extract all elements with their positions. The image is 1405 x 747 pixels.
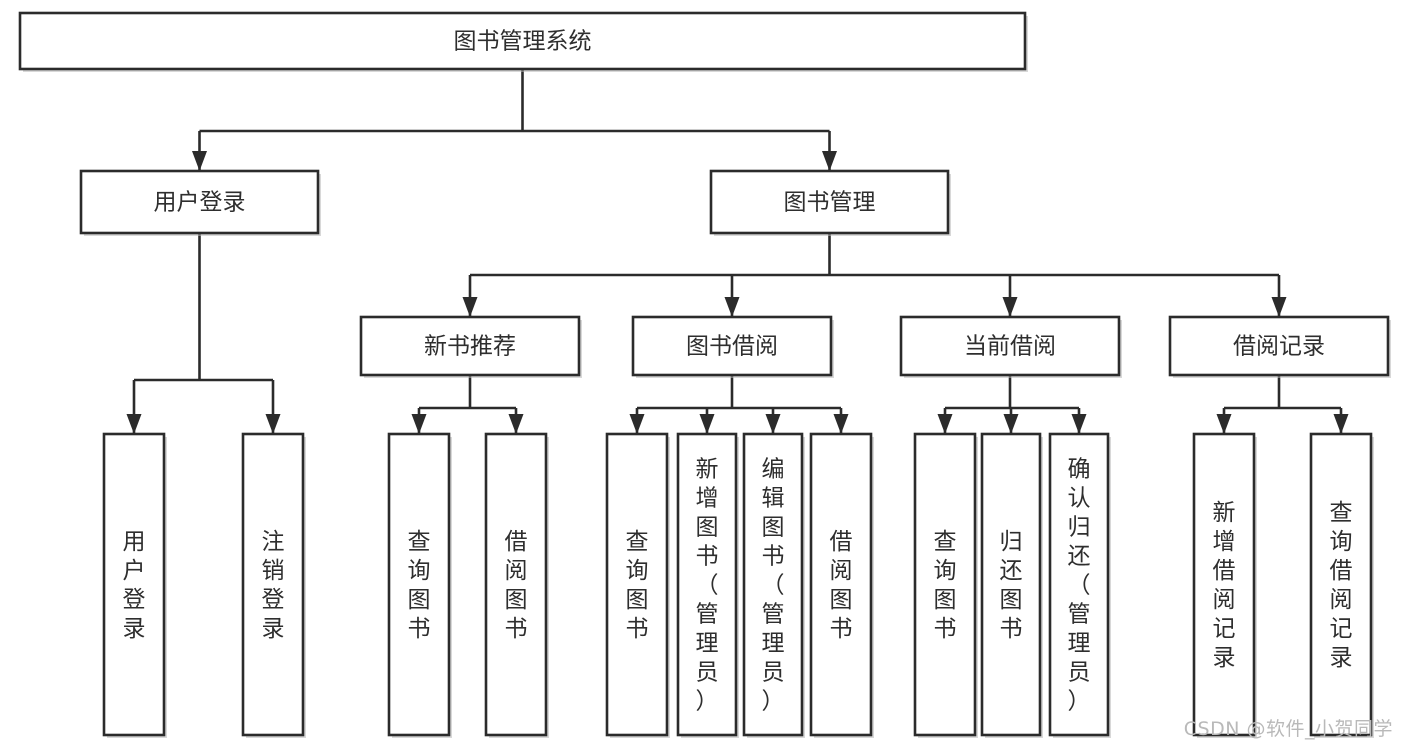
node-rect[interactable] <box>18 11 1027 71</box>
connector-user-login <box>126 233 281 434</box>
arrowhead-icon <box>1003 414 1019 434</box>
arrowhead-icon <box>833 414 849 434</box>
node-leaf-logout-login[interactable]: 注销登录 <box>241 432 306 738</box>
arrowhead-icon <box>629 414 645 434</box>
node-rect[interactable] <box>809 432 873 737</box>
node-rect[interactable] <box>1048 432 1110 737</box>
node-rect[interactable] <box>631 315 833 377</box>
connector-new-book-recommend <box>411 375 524 434</box>
node-leaf-confirm-return-admin[interactable]: 确认归还（管理员） <box>1048 432 1111 738</box>
node-label: 确认归还（管理员） <box>1068 457 1091 715</box>
node-rect[interactable] <box>742 432 804 737</box>
node-label: 图书管理系统 <box>454 29 592 55</box>
node-label: 借阅图书 <box>505 529 528 642</box>
node-leaf-query-borrow-record[interactable]: 查询借阅记录 <box>1309 432 1374 738</box>
node-rect[interactable] <box>241 432 305 737</box>
connector-book-borrow <box>629 375 849 434</box>
node-label: 借阅记录 <box>1233 334 1325 360</box>
node-leaf-query-book-rec[interactable]: 查询图书 <box>387 432 452 738</box>
node-rect[interactable] <box>359 315 581 377</box>
node-layer: 图书管理系统用户登录图书管理新书推荐图书借阅当前借阅借阅记录用户登录注销登录查询… <box>18 11 1391 738</box>
node-label: 图书管理 <box>784 190 876 216</box>
arrowhead-icon <box>265 414 281 434</box>
node-leaf-edit-book-admin[interactable]: 编辑图书（管理员） <box>742 432 805 738</box>
node-label: 编辑图书（管理员） <box>762 457 785 715</box>
node-rect[interactable] <box>913 432 977 737</box>
node-root-图书管理系统[interactable]: 图书管理系统 <box>18 11 1028 72</box>
node-rect[interactable] <box>102 432 166 737</box>
connector-current-borrow <box>937 375 1087 434</box>
node-label: 查询借阅记录 <box>1330 500 1353 671</box>
node-leaf-add-book-admin[interactable]: 新增图书（管理员） <box>676 432 739 738</box>
node-rect[interactable] <box>676 432 738 737</box>
node-rect[interactable] <box>899 315 1121 377</box>
node-rect[interactable] <box>980 432 1042 737</box>
node-rect[interactable] <box>709 169 950 235</box>
node-book-borrow[interactable]: 图书借阅 <box>631 315 834 378</box>
node-leaf-borrow-book-rec[interactable]: 借阅图书 <box>484 432 549 738</box>
node-label: 用户登录 <box>123 529 146 642</box>
node-label: 查询图书 <box>934 529 957 642</box>
node-rect[interactable] <box>605 432 669 737</box>
node-new-book-recommend[interactable]: 新书推荐 <box>359 315 582 378</box>
arrowhead-icon <box>937 414 953 434</box>
node-rect[interactable] <box>1168 315 1390 377</box>
node-label: 查询图书 <box>408 529 431 642</box>
arrowhead-icon <box>1002 297 1018 317</box>
node-rect[interactable] <box>387 432 451 737</box>
node-label: 图书借阅 <box>686 334 778 360</box>
node-rect[interactable] <box>484 432 548 737</box>
node-label: 注销登录 <box>262 529 285 642</box>
node-leaf-add-borrow-record[interactable]: 新增借阅记录 <box>1192 432 1257 738</box>
connector-book-manage <box>462 233 1287 317</box>
node-current-borrow[interactable]: 当前借阅 <box>899 315 1122 378</box>
arrowhead-icon <box>192 151 207 171</box>
arrowhead-icon <box>765 414 781 434</box>
node-rect[interactable] <box>79 169 320 235</box>
arrowhead-icon <box>411 414 427 434</box>
arrowhead-icon <box>699 414 715 434</box>
node-label: 新增图书（管理员） <box>696 457 719 715</box>
node-label: 用户登录 <box>154 190 246 216</box>
node-leaf-borrow-book[interactable]: 借阅图书 <box>809 432 874 738</box>
connector-root <box>192 69 837 171</box>
node-leaf-query-book-borrow[interactable]: 查询图书 <box>605 432 670 738</box>
connector-borrow-record <box>1216 375 1349 434</box>
node-rect[interactable] <box>1309 432 1373 737</box>
node-book-manage[interactable]: 图书管理 <box>709 169 951 236</box>
arrowhead-icon <box>508 414 524 434</box>
node-leaf-query-book-cur[interactable]: 查询图书 <box>913 432 978 738</box>
node-borrow-record[interactable]: 借阅记录 <box>1168 315 1391 378</box>
arrowhead-icon <box>822 151 837 171</box>
arrowhead-icon <box>462 297 478 317</box>
node-label: 查询图书 <box>626 529 649 642</box>
node-label: 新书推荐 <box>424 334 516 360</box>
node-leaf-return-book[interactable]: 归还图书 <box>980 432 1043 738</box>
node-label: 归还图书 <box>1000 529 1023 642</box>
arrowhead-icon <box>1216 414 1232 434</box>
arrowhead-icon <box>1271 297 1287 317</box>
node-label: 当前借阅 <box>964 334 1056 360</box>
node-label: 借阅图书 <box>830 529 853 642</box>
arrowhead-icon <box>1333 414 1349 434</box>
watermark-label: CSDN @软件_小贺同学 <box>1183 718 1393 740</box>
arrowhead-icon <box>126 414 142 434</box>
node-rect[interactable] <box>1192 432 1256 737</box>
arrowhead-icon <box>724 297 740 317</box>
node-leaf-user-login[interactable]: 用户登录 <box>102 432 167 738</box>
connector-layer <box>126 69 1349 434</box>
node-label: 新增借阅记录 <box>1213 500 1236 671</box>
node-user-login[interactable]: 用户登录 <box>79 169 321 236</box>
arrowhead-icon <box>1071 414 1087 434</box>
